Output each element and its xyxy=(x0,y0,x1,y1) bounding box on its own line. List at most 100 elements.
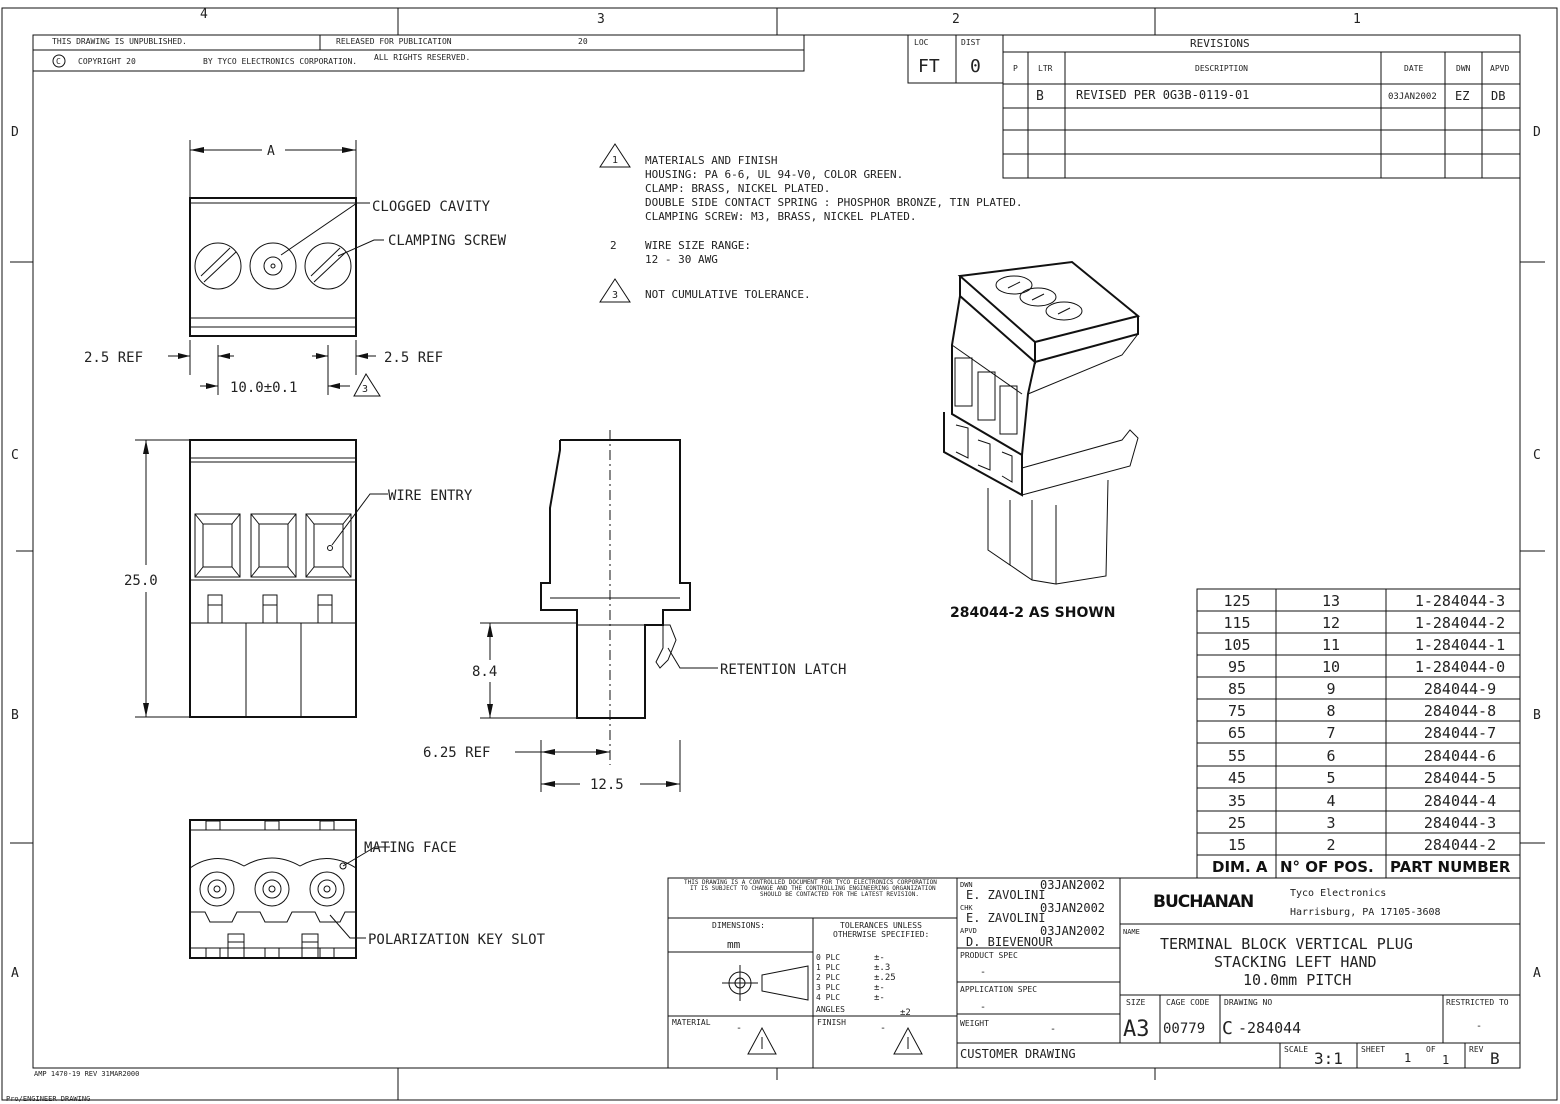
svg-text:C: C xyxy=(56,57,61,66)
buchanan-logo: BUCHANAN xyxy=(1153,892,1253,912)
dim-table-cell-dim: 85 xyxy=(1228,680,1246,698)
zone-side-b-left: B xyxy=(11,708,19,723)
note2-line2: 12 - 30 AWG xyxy=(645,253,718,266)
dim-table-cell-part: 284044-6 xyxy=(1424,747,1496,765)
isometric-view xyxy=(943,260,1141,585)
side-height-label: 8.4 xyxy=(472,664,497,680)
title-line3: 10.0mm PITCH xyxy=(1243,971,1351,989)
zone-top-2: 2 xyxy=(952,12,960,27)
dim-table-cell-pos: 11 xyxy=(1322,636,1340,654)
units-value: mm xyxy=(727,938,741,951)
dim-table-cell-part: 1-284044-3 xyxy=(1415,592,1505,610)
note1-line2: HOUSING: PA 6-6, UL 94-V0, COLOR GREEN. xyxy=(645,168,903,181)
product-spec-value: - xyxy=(980,967,986,978)
dim-table-cell-dim: 105 xyxy=(1223,636,1250,654)
tolerance-row-label: 2 PLC xyxy=(816,973,840,982)
dim-table-header-dim: DIM. A xyxy=(1212,858,1268,876)
dim-table-cell-pos: 2 xyxy=(1326,836,1335,854)
tolerance-row-value: ±- xyxy=(874,953,885,963)
dim-table-cell-dim: 65 xyxy=(1228,724,1246,742)
dim-table-cell-part: 284044-5 xyxy=(1424,769,1496,787)
dim-table-cell-dim: 95 xyxy=(1228,658,1246,676)
pitch-label: 10.0±0.1 xyxy=(230,380,297,396)
scale-label: SCALE xyxy=(1284,1045,1308,1054)
dimension-table xyxy=(1196,588,1521,879)
polarization-label: POLARIZATION KEY SLOT xyxy=(368,932,546,948)
corp-text: BY TYCO ELECTRONICS CORPORATION. xyxy=(203,57,357,66)
dim-table-cell-pos: 7 xyxy=(1326,724,1335,742)
zone-ticks xyxy=(10,8,1545,1100)
dim-table-cell-part: 284044-8 xyxy=(1424,702,1496,720)
note1-line4: DOUBLE SIDE CONTACT SPRING : PHOSPHOR BR… xyxy=(645,196,1023,209)
dim-table-cell-part: 1-284044-0 xyxy=(1415,658,1505,676)
chk-name: E. ZAVOLINI xyxy=(966,911,1045,925)
note3-text: NOT CUMULATIVE TOLERANCE. xyxy=(645,288,811,301)
rev-label: REV xyxy=(1469,1045,1484,1054)
dwn-label: DWN xyxy=(960,881,973,889)
dim-table-cell-dim: 15 xyxy=(1228,836,1246,854)
ref-side-label: 6.25 REF xyxy=(423,745,490,761)
pitch-flag: 3 xyxy=(362,384,368,395)
cage-value: 00779 xyxy=(1163,1021,1205,1037)
tolerance-row-value: ±2 xyxy=(900,1008,911,1018)
form-number: AMP 1470-19 REV 31MAR2000 xyxy=(34,1070,139,1078)
rev-row-apvd: DB xyxy=(1491,89,1505,103)
tolerance-row-label: ANGLES xyxy=(816,1005,845,1014)
weight-label: WEIGHT xyxy=(960,1019,989,1028)
height-label: 25.0 xyxy=(124,573,158,589)
note2-number: 2 xyxy=(610,239,617,252)
released-text: RELEASED FOR PUBLICATION xyxy=(336,37,452,46)
retention-latch-label: RETENTION LATCH xyxy=(720,662,846,678)
customer-drawing: CUSTOMER DRAWING xyxy=(960,1047,1076,1061)
dim-table-cell-part: 1-284044-2 xyxy=(1415,614,1505,632)
zone-top-4: 4 xyxy=(200,7,208,22)
tolerance-row-label: 0 PLC xyxy=(816,953,840,962)
mating-face-view xyxy=(189,819,390,959)
rev-row-date: 03JAN2002 xyxy=(1388,92,1437,102)
front-view xyxy=(135,439,388,718)
zone-top-1: 1 xyxy=(1353,12,1361,27)
dim-table-cell-pos: 13 xyxy=(1322,592,1340,610)
dim-table-cell-dim: 115 xyxy=(1223,614,1250,632)
drawing-no-label: DRAWING NO xyxy=(1224,998,1272,1007)
drawing-no-prefix: C xyxy=(1222,1018,1233,1039)
unpublished-text: THIS DRAWING IS UNPUBLISHED. xyxy=(52,37,187,46)
ref-left-label: 2.5 REF xyxy=(84,350,143,366)
zone-side-c-right: C xyxy=(1533,448,1541,463)
dim-table-cell-pos: 5 xyxy=(1326,769,1335,787)
dim-table-cell-pos: 6 xyxy=(1326,747,1335,765)
restricted-value: - xyxy=(1476,1021,1482,1032)
title-line2: STACKING LEFT HAND xyxy=(1214,953,1377,971)
tolerance-row-label: 4 PLC xyxy=(816,993,840,1002)
dim-table-header-part: PART NUMBER xyxy=(1390,858,1511,876)
dim-table-cell-pos: 4 xyxy=(1326,792,1335,810)
revisions-title: REVISIONS xyxy=(1190,37,1250,50)
title-line1: TERMINAL BLOCK VERTICAL PLUG xyxy=(1160,935,1413,953)
mating-face-label: MATING FACE xyxy=(364,840,457,856)
zone-side-a-right: A xyxy=(1533,966,1541,981)
dim-table-cell-dim: 35 xyxy=(1228,792,1246,810)
clamping-screw-label: CLAMPING SCREW xyxy=(388,233,507,249)
dim-table-cell-dim: 75 xyxy=(1228,702,1246,720)
rev-value: B xyxy=(1490,1049,1500,1068)
name-label: NAME xyxy=(1123,928,1140,936)
dimensions-label: DIMENSIONS: xyxy=(712,921,765,930)
dim-table-cell-pos: 3 xyxy=(1326,814,1335,832)
dim-table-header-pos: N° OF POS. xyxy=(1280,858,1374,876)
side-width-label: 12.5 xyxy=(590,777,624,793)
material-value: - xyxy=(736,1023,742,1034)
loc-label: LOC xyxy=(914,38,929,47)
iso-caption: 284044-2 AS SHOWN xyxy=(950,605,1116,621)
tol-title-2: OTHERWISE SPECIFIED: xyxy=(833,930,929,939)
rev-col-dwn: DWN xyxy=(1456,64,1471,73)
dim-table-cell-dim: 125 xyxy=(1223,592,1250,610)
title-block xyxy=(667,877,1521,1069)
zone-side-b-right: B xyxy=(1533,708,1541,723)
tolerance-row-value: ±- xyxy=(874,983,885,993)
control-line2: IT IS SUBJECT TO CHANGE AND THE CONTROLL… xyxy=(690,885,936,892)
note-flag-1: 1 xyxy=(612,155,618,166)
chk-date: 03JAN2002 xyxy=(1040,901,1105,915)
loc-value: FT xyxy=(918,56,940,77)
drawing-no-value: -284044 xyxy=(1238,1019,1301,1037)
